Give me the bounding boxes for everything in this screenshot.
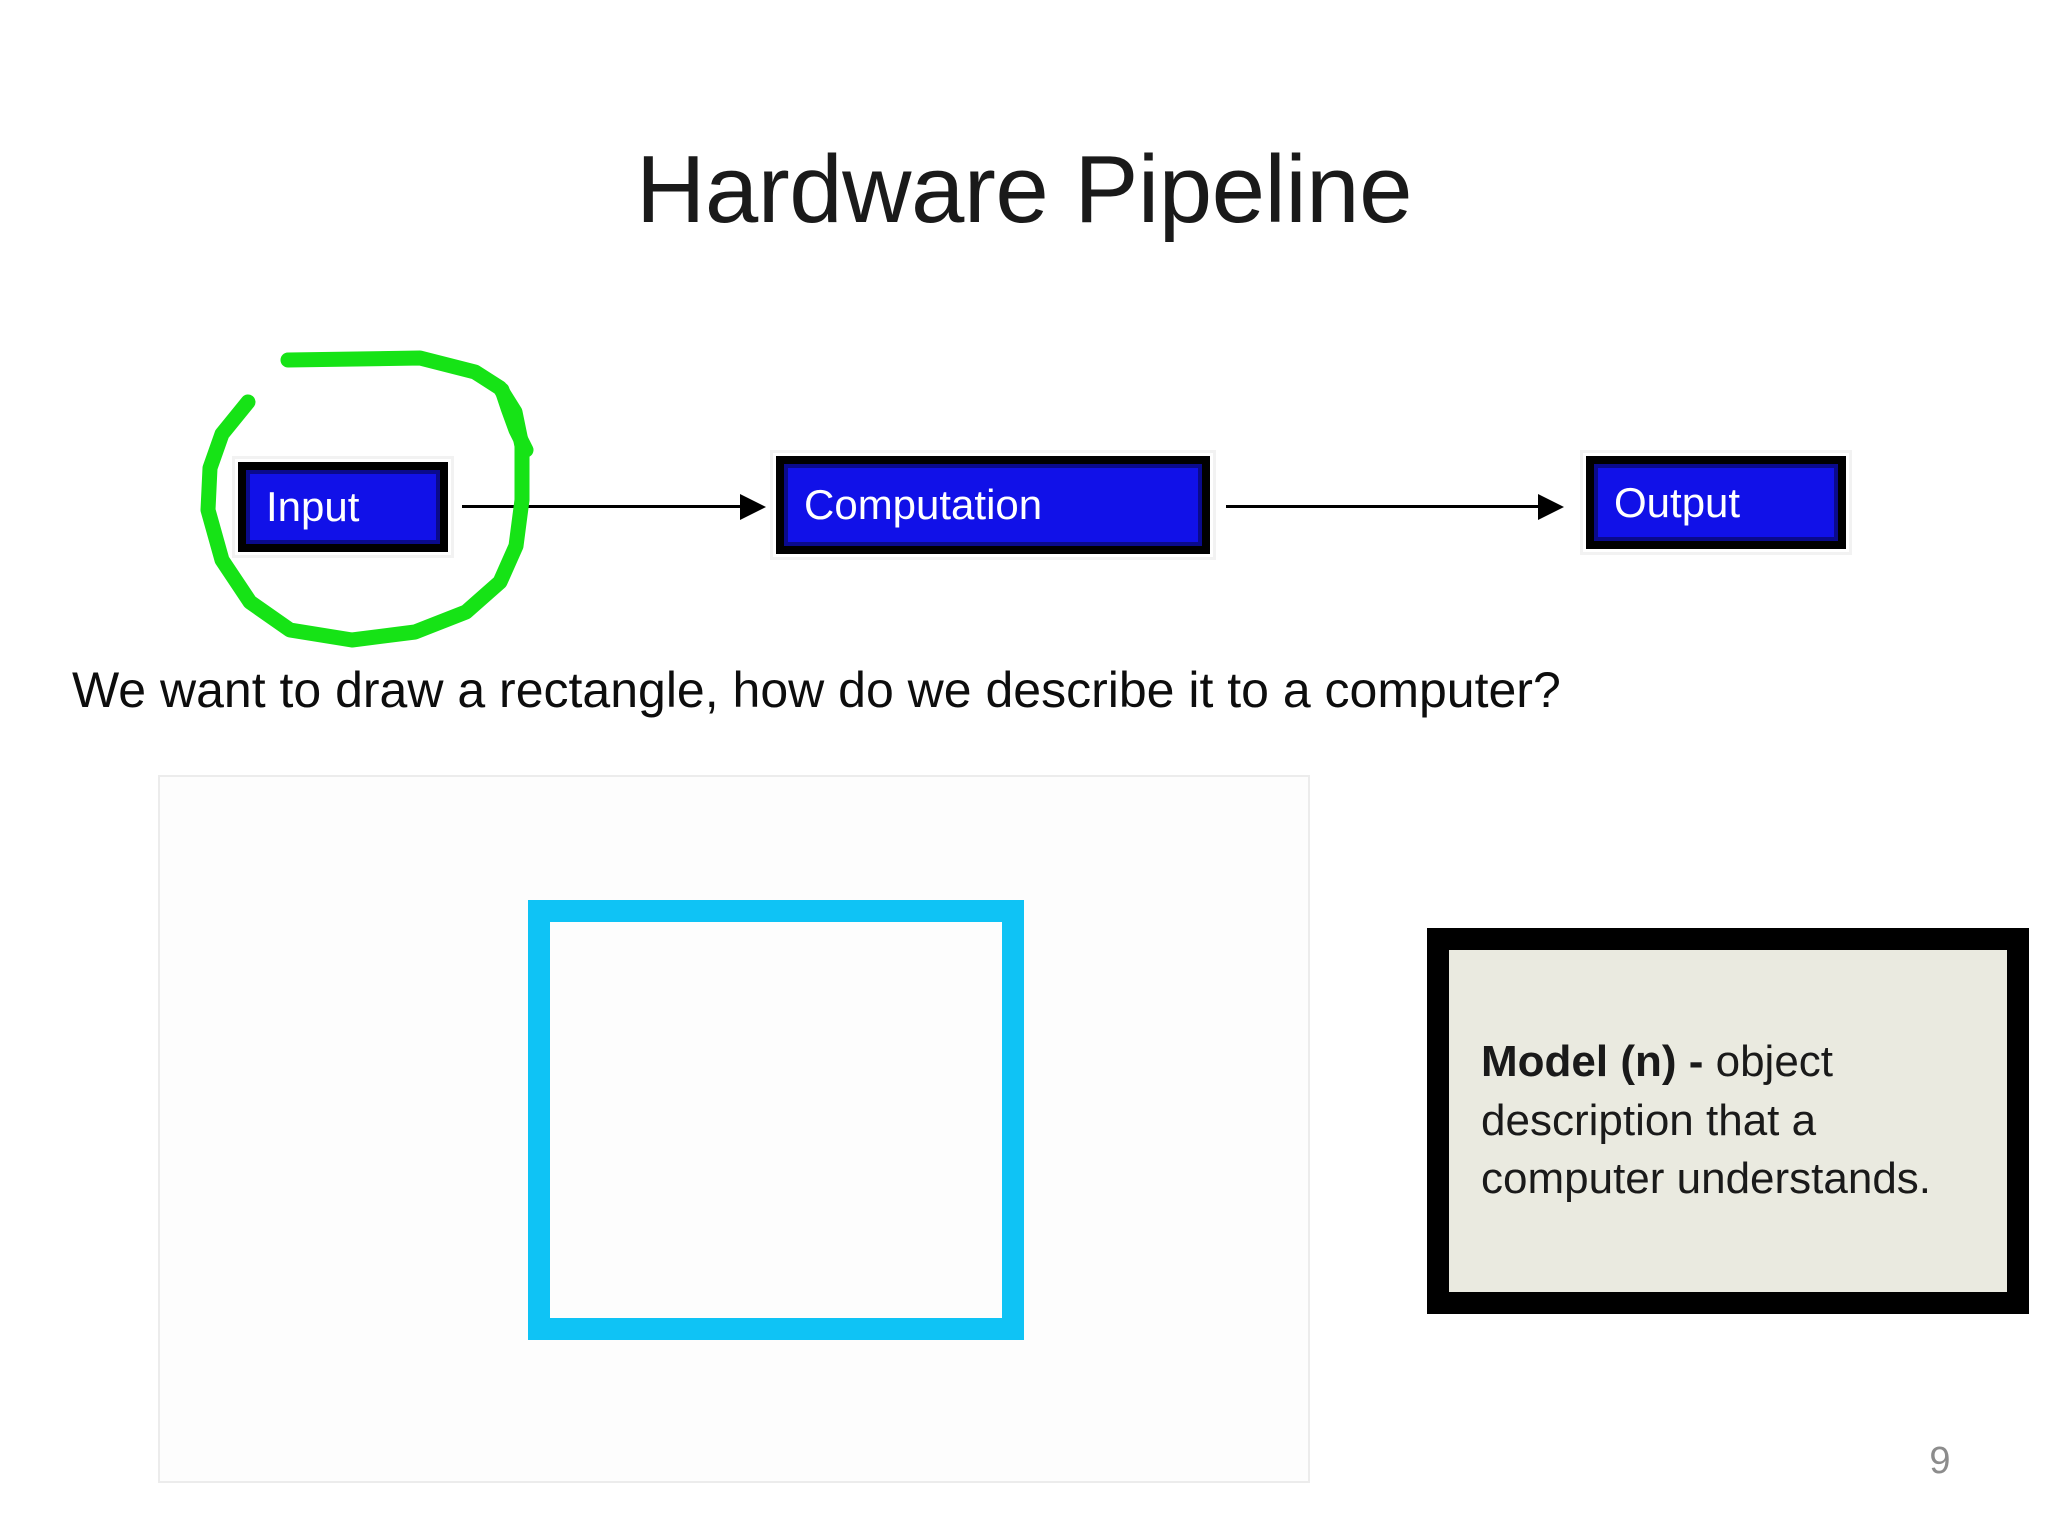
- pipeline-stage-output-label: Output: [1614, 478, 1741, 526]
- pipeline-stage-output-bevel: Output: [1586, 456, 1846, 549]
- connector-arrowhead-input-to-computation: [740, 494, 766, 520]
- definition-term: Model (n) -: [1481, 1037, 1704, 1087]
- page-title: Hardware Pipeline: [636, 136, 1412, 243]
- definition-text: Model (n) - object description that a co…: [1449, 1033, 2007, 1209]
- connector-arrow-computation-to-output: [1226, 505, 1542, 508]
- pipeline-stage-output-fill: Output: [1594, 464, 1838, 541]
- page-number: 9: [1929, 1440, 1951, 1482]
- definition-callout: Model (n) - object description that a co…: [1427, 928, 2029, 1314]
- pipeline-stage-input[interactable]: Input: [232, 456, 454, 558]
- pipeline-stage-computation-label: Computation: [804, 481, 1043, 528]
- definition-body: object description that a computer under…: [1481, 1037, 1932, 1204]
- pipeline-stage-computation-fill: Computation: [784, 464, 1202, 546]
- pipeline-stage-input-bevel: Input: [238, 462, 448, 552]
- pipeline-stage-output[interactable]: Output: [1580, 450, 1852, 555]
- pipeline-stage-input-label: Input: [266, 483, 360, 530]
- connector-arrowhead-computation-to-output: [1538, 494, 1564, 520]
- question-text: We want to draw a rectangle, how do we d…: [72, 662, 1561, 718]
- figure-panel: [158, 775, 1310, 1483]
- rectangle-outline-shape: [528, 900, 1024, 1340]
- pipeline-stage-computation[interactable]: Computation: [770, 450, 1216, 560]
- connector-arrow-input-to-computation: [462, 505, 742, 508]
- pipeline-stage-computation-bevel: Computation: [776, 456, 1210, 554]
- pipeline-stage-input-fill: Input: [246, 470, 440, 544]
